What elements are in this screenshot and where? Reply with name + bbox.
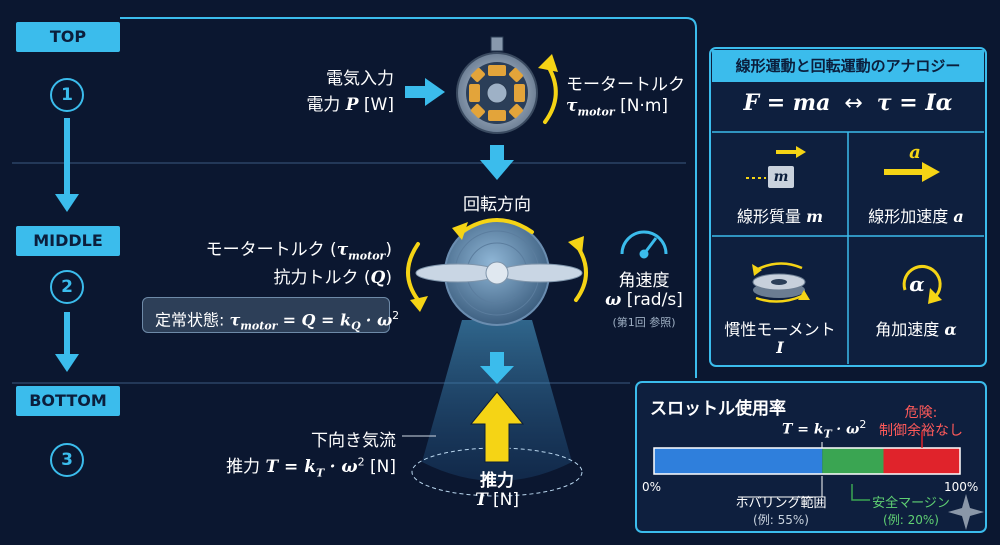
accel-arrow-icon — [884, 162, 940, 182]
steady-state-box: 定常状態: τmotor = Q = kQ · ω2 — [142, 297, 399, 333]
throttle-segment-safe — [822, 448, 884, 474]
throttle-segment-danger — [883, 448, 960, 474]
angular-accel-label: 角加速度 α — [875, 320, 957, 339]
analogy-equation: F = ma ↔ τ = Iα — [743, 90, 953, 116]
stage-number-1: 1 — [50, 78, 84, 112]
linear-accel-label: 線形加速度 a — [868, 207, 964, 226]
stage-tag-bottom: BOTTOM — [16, 386, 120, 416]
angular-velocity-ref: (第1回 参照) — [612, 316, 676, 329]
motor-icon — [456, 36, 538, 134]
analogy-title: 線形運動と回転運動のアナロジー — [735, 57, 961, 75]
safe-margin-label: 安全マージン — [872, 496, 950, 511]
rotation-arrow-left — [406, 242, 420, 302]
stage-number-3: 3 — [50, 443, 84, 477]
angular-velocity-symbol: ω [rad/s] — [605, 290, 683, 310]
stage-number-2: 2 — [50, 270, 84, 304]
angular-velocity-label: 角速度 — [618, 271, 670, 291]
mass-box-label: m — [773, 169, 789, 185]
airflow-down-arrow — [480, 352, 514, 384]
motor-torque-symbol: τmotor [N·m] — [566, 96, 669, 119]
throttle-title: スロットル使用率 — [650, 399, 786, 419]
motor-torque-label: モータートルク — [566, 75, 685, 95]
throttle-bar-border — [653, 447, 961, 475]
hover-range-value: (例: 55%) — [753, 513, 809, 527]
stage-tag-middle: MIDDLE — [16, 226, 120, 256]
main-frame — [120, 17, 697, 378]
input-arrow — [405, 78, 445, 106]
middle-motor-torque-label: モータートルク (τmotor) — [205, 240, 392, 263]
safe-margin-value: (例: 20%) — [883, 513, 939, 527]
airflow-label: 下向き気流 — [311, 431, 396, 451]
rotation-direction-label: 回転方向 — [463, 195, 531, 215]
rotation-arrow-top — [460, 218, 534, 234]
thrust-center-label: 推力 — [480, 471, 514, 491]
throttle-formula: T = kT · ω2 — [782, 418, 867, 441]
hover-range-label: ホバリング範囲 — [735, 496, 827, 511]
thrust-up-arrow — [469, 391, 525, 463]
thrust-center-symbol: T [N] — [474, 490, 520, 510]
down-arrow-top — [480, 145, 514, 180]
inertia-label: 慣性モーメント — [724, 320, 836, 339]
accel-icon-label: a — [909, 142, 921, 163]
throttle-min-label: 0% — [642, 480, 662, 494]
drag-torque-label: 抗力トルク (Q) — [273, 268, 393, 288]
power-label: 電力 P [W] — [306, 95, 394, 115]
stage-arrow-1 — [55, 118, 79, 212]
mass-arrow-icon — [746, 146, 806, 188]
thrust-equation: 推力 T = kT · ω2 [N] — [226, 455, 396, 480]
linear-mass-label: 線形質量 m — [736, 207, 824, 226]
danger-label-2: 制御余裕なし — [879, 423, 963, 439]
danger-label-1: 危険: — [904, 405, 938, 421]
inertia-disc-icon — [752, 262, 810, 303]
stage-tag-top: TOP — [16, 22, 120, 52]
motor-torque-arrow-icon — [543, 64, 558, 124]
propeller-icon — [415, 261, 583, 285]
stage-arrow-2 — [55, 312, 79, 372]
throttle-bar — [653, 447, 961, 475]
throttle-max-label: 100% — [944, 480, 979, 494]
gauge-icon — [620, 230, 668, 259]
electric-input-label: 電気入力 — [326, 69, 394, 89]
inertia-symbol: I — [776, 338, 784, 357]
alpha-icon-label: α — [909, 272, 925, 296]
throttle-segment-hover — [654, 448, 823, 474]
sparkle-icon — [948, 494, 984, 530]
angular-accel-icon — [902, 265, 942, 304]
